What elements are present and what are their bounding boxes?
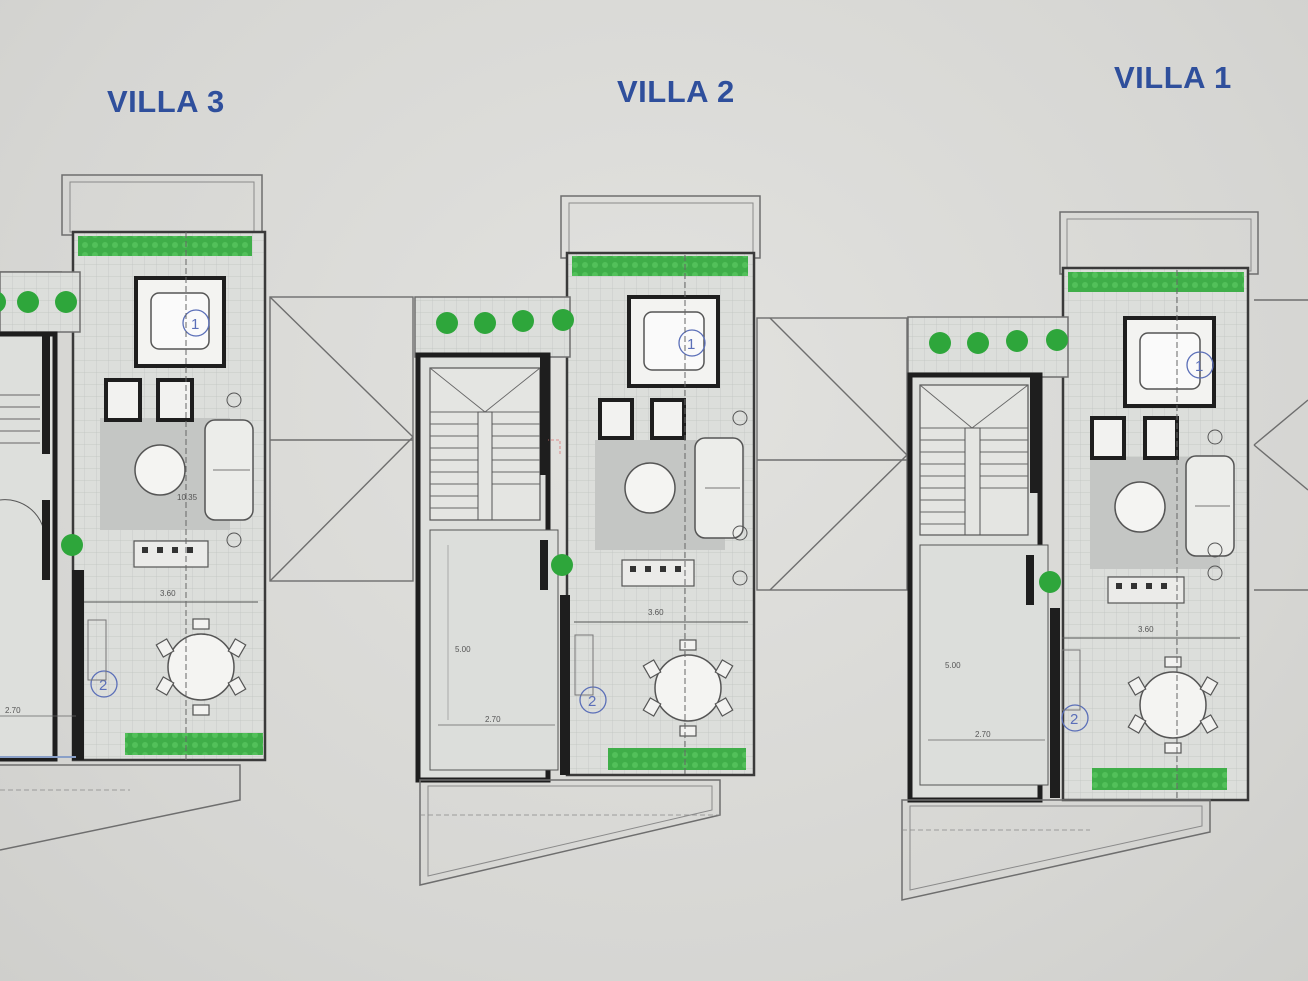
villa-2-title: VILLA 2 — [617, 74, 735, 109]
villa-1-dining-table — [1139, 671, 1207, 739]
villa-1-width-dim: 3.60 — [1138, 625, 1154, 634]
villa-3-shrubs — [0, 291, 83, 556]
villa-1-title: VILLA 1 — [1114, 60, 1232, 95]
villa-3-corridor-dim: 2.70 — [5, 706, 21, 715]
villa-1-room-2: 2 — [1070, 711, 1078, 728]
villa-2-shrubs — [436, 309, 574, 576]
villa-3-planter-top — [78, 236, 252, 256]
villa-1-planter-top — [1068, 272, 1244, 292]
connector-right — [756, 317, 908, 591]
villa-1-room-1: 1 — [1195, 358, 1203, 375]
villa-2-length-dim: 5.00 — [455, 645, 471, 654]
villa-3-area-dim: 10.35 — [177, 493, 198, 502]
connector-left — [269, 296, 414, 582]
villa-2-room-2: 2 — [588, 693, 596, 710]
villa-2-bench — [621, 559, 695, 587]
villa-3-room-2: 2 — [99, 677, 107, 694]
villa-2-plan: 2.70 5.00 1 — [414, 195, 761, 886]
villa-2-corridor-dim: 2.70 — [485, 715, 501, 724]
connector-edge — [1253, 299, 1308, 591]
villa-1-corridor-dim: 2.70 — [975, 730, 991, 739]
villa-3-width-dim: 3.60 — [160, 589, 176, 598]
villa-3-title: VILLA 3 — [107, 84, 225, 119]
villa-3-planter-bottom — [125, 733, 263, 755]
villa-1-bench — [1107, 576, 1185, 604]
villa-3-room-1: 1 — [191, 316, 199, 333]
villa-3-dining-table — [167, 633, 235, 701]
villa-3-bench — [133, 540, 209, 568]
villa-1-length-dim: 5.00 — [945, 661, 961, 670]
villa-2-planter-top — [572, 256, 748, 276]
villa-2-dining-table — [654, 654, 722, 722]
villa-2-planter-bottom — [608, 748, 746, 770]
villa-2-width-dim: 3.60 — [648, 608, 664, 617]
villa-1-planter-bottom — [1092, 768, 1227, 790]
villa-1-plan: 2.70 5.00 1 — [901, 211, 1259, 901]
villa-2-room-1: 1 — [687, 336, 695, 353]
villa-1-shrubs — [929, 329, 1068, 593]
villa-3-plan: 2.70 1 10.35 3.60 — [0, 174, 267, 851]
